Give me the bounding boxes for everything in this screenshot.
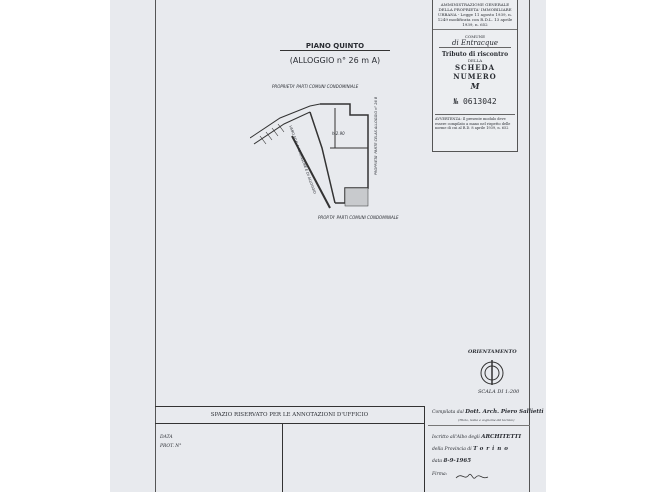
label-bottom: PROP.TA' PARTI COMUNI CONDOMINIALE	[318, 215, 399, 220]
compilata-label: Compilata dal	[432, 410, 464, 415]
scheda-number: № 0613042	[453, 97, 497, 106]
divider	[428, 425, 530, 426]
cadastre-stamp: AMMINISTRAZIONE GENERALE DELLA PROPRIETA…	[432, 0, 518, 152]
prot-label: PROT. N°	[160, 444, 182, 449]
iscritto-label: Iscritto all'Albo degli	[432, 435, 480, 440]
divider	[282, 423, 283, 492]
compilata-note: (Titolo, nome e cognome del tecnico)	[458, 418, 515, 422]
plan-subtitle: (ALLOGGIO n° 26 m A)	[289, 56, 381, 65]
comune-value: di Entracque	[439, 39, 511, 48]
label-right: PROPRIETA' PARTE CELAS ALLOGGIO n° 26 B	[374, 96, 378, 175]
scheda-label: SCHEDA NUMERO	[453, 63, 497, 81]
scale-label: SCALA DI 1:200	[478, 389, 520, 395]
orientation-title: ORIENTAMENTO	[468, 349, 517, 355]
comune-label: COMUNE	[464, 34, 486, 39]
page-frame	[155, 0, 530, 492]
office-annotations-box: SPAZIO RISERVATO PER LE ANNOTAZIONI D'UF…	[155, 406, 425, 492]
della-label: DELLA	[467, 58, 483, 63]
data-label: DATA	[160, 435, 173, 440]
provincia-label: della Provincia di	[432, 447, 472, 452]
stair-wall	[250, 103, 321, 139]
scheda-letter: M	[470, 81, 480, 91]
stair-wall-left	[291, 135, 331, 209]
iscritto-value: ARCHITETTI	[481, 434, 522, 440]
office-header: SPAZIO RISERVATO PER LE ANNOTAZIONI D'UF…	[155, 407, 424, 424]
signature	[455, 473, 489, 479]
compilata-value: Dott. Arch. Piero Sallietti	[465, 409, 544, 415]
stamp-header: AMMINISTRAZIONE GENERALE DELLA PROPRIETA…	[433, 0, 517, 30]
avvertenza-text: AVVERTENZA: Il presente modulo deve esse…	[435, 114, 515, 131]
tributo-label: Tributo di riscontro	[441, 51, 509, 58]
floor-plan-drawing	[250, 103, 369, 209]
plan-title: PIANO QUINTO	[280, 42, 390, 51]
label-height: h 2.90	[332, 131, 345, 136]
date-value: 8-9-1965	[443, 458, 472, 464]
label-top: PROPRIETA' PARTI COMUNI CONDOMINIALE	[272, 84, 359, 89]
firma-label: Firma:	[432, 472, 448, 477]
provincia-value: Torino	[473, 446, 511, 452]
north-arrow-icon	[480, 360, 504, 385]
date-label: data	[432, 459, 443, 464]
